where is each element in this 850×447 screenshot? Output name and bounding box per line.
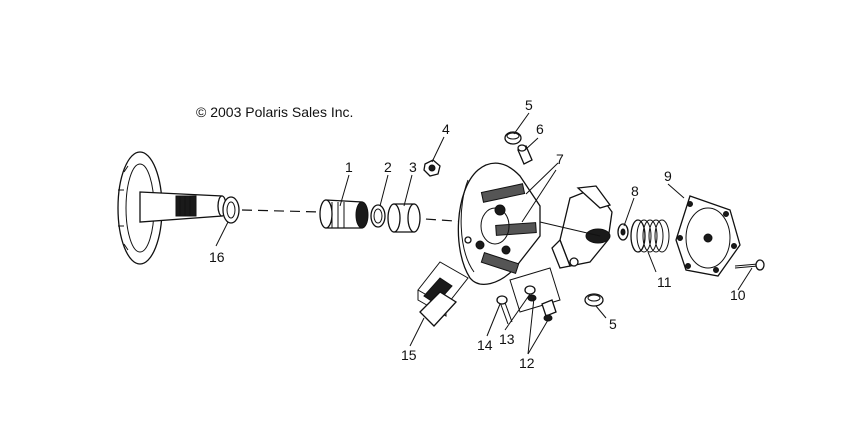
spacer-part-3 [387, 203, 421, 233]
callout-5-top: 5 [525, 97, 533, 113]
callout-4: 4 [442, 121, 450, 137]
washer-part-16 [222, 196, 240, 224]
weight-part-15 [417, 261, 469, 327]
shaft-centerline [241, 209, 323, 213]
bolt-part-14 [496, 295, 513, 325]
nut-part-4 [423, 159, 441, 177]
roller-part-5-bottom [584, 293, 604, 307]
callout-9: 9 [664, 168, 672, 184]
callout-15: 15 [401, 347, 417, 363]
callout-1: 1 [345, 159, 353, 175]
callout-10: 10 [730, 287, 746, 303]
bushing-part-1 [319, 199, 369, 229]
spring-part-11 [630, 219, 670, 253]
callout-6: 6 [536, 121, 544, 137]
hardware-part-12 [541, 299, 557, 322]
washer-part-8 [617, 223, 629, 241]
pin-part-6 [517, 144, 533, 165]
cover-part-9 [675, 195, 741, 277]
copyright-notice: © 2003 Polaris Sales Inc. [196, 104, 354, 120]
callout-16: 16 [209, 249, 225, 265]
ring-part-2 [370, 204, 386, 228]
spider-assembly [539, 185, 613, 269]
fixed-sheave-assembly [117, 151, 227, 265]
callout-7: 7 [556, 151, 564, 167]
callout-2: 2 [384, 159, 392, 175]
callout-11: 11 [657, 274, 672, 290]
callout-5-bottom: 5 [609, 316, 617, 332]
callout-13: 13 [499, 331, 515, 347]
callout-12: 12 [519, 355, 535, 371]
callout-labels: 1 2 3 4 5 6 7 8 9 10 11 12 13 14 15 16 5 [209, 97, 746, 371]
leader-lines [215, 112, 753, 355]
screw-part-10 [734, 259, 765, 271]
roller-part-5-top [504, 131, 522, 145]
callout-8: 8 [631, 183, 639, 199]
movable-sheave-part-7 [457, 162, 541, 285]
callout-14: 14 [477, 337, 493, 353]
callout-3: 3 [409, 159, 417, 175]
